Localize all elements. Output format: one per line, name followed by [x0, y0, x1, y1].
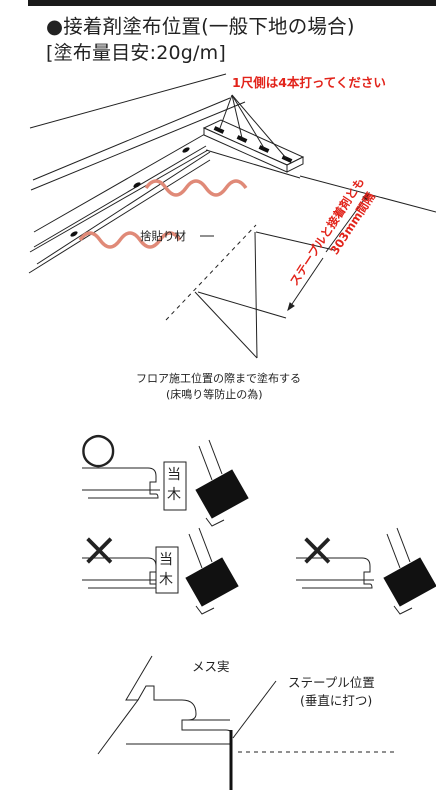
- ok-example: [82, 439, 249, 527]
- top-rule: [28, 0, 436, 6]
- ng-example-2: [296, 527, 436, 615]
- leader-line: [194, 291, 258, 359]
- leader-line: [254, 231, 258, 359]
- ateki-label-1b: 木: [167, 487, 181, 503]
- ateki-label-2b: 木: [159, 572, 173, 588]
- page-title: ●接着剤塗布位置(一般下地の場合): [46, 15, 355, 38]
- groove-detail: [97, 655, 396, 790]
- floor-board-lines: [28, 73, 436, 274]
- ok-mark: ○: [80, 423, 117, 472]
- ng-example-1: [82, 527, 239, 615]
- staple-position-line-2: (垂直に打つ): [300, 693, 373, 708]
- apply-note-line-2: (床鳴り等防止の為): [166, 388, 263, 401]
- sutebari-label: 捨貼り材: [140, 229, 186, 243]
- staple-position-line-1: ステープル位置: [288, 675, 375, 690]
- apply-note-line-1: フロア施工位置の際まで塗布する: [136, 372, 301, 385]
- board-block: [202, 94, 305, 173]
- mesu-label: メス実: [192, 659, 230, 674]
- ng-mark-1: ×: [80, 522, 119, 576]
- glue-lines: [78, 179, 248, 249]
- edge-staples: [70, 147, 190, 237]
- ateki-label-2a: 当: [159, 552, 173, 568]
- page-subtitle: [塗布量目安:20g/m]: [46, 42, 226, 64]
- ateki-label-1a: 当: [167, 467, 181, 483]
- ng-mark-2: ×: [298, 522, 337, 576]
- joint-dashed-line: [165, 224, 257, 321]
- dimension-lines: [197, 191, 370, 319]
- staple-note: 1尺側は4本打ってください: [232, 75, 386, 90]
